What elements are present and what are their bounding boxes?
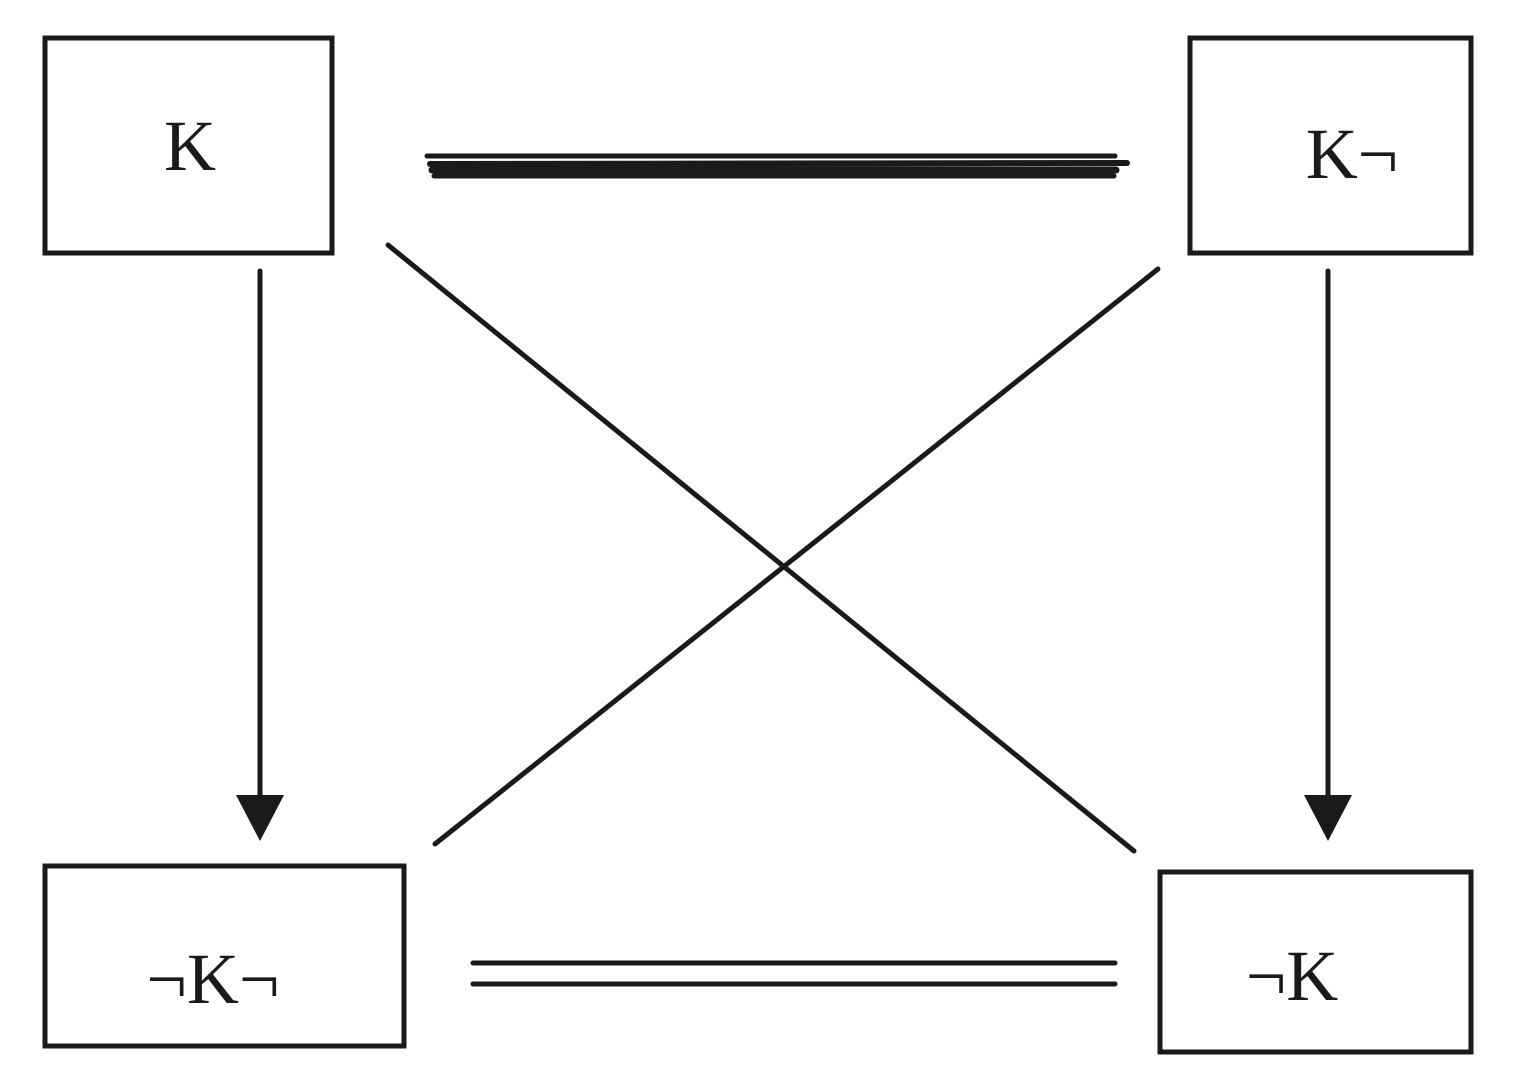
edge-top-double-line	[424, 153, 1130, 179]
left-arrowhead-icon	[236, 795, 284, 841]
node-top-right-label: K¬	[1306, 114, 1399, 194]
edge-bottom-double-line	[470, 960, 1118, 987]
node-top-left: K	[42, 35, 335, 256]
node-top-left-label: K	[164, 106, 216, 186]
edge-right-arrow	[1304, 268, 1352, 841]
right-arrowhead-icon	[1304, 795, 1352, 841]
node-bottom-left: ¬K¬	[42, 863, 407, 1049]
edge-diagonal-top-right-to-bottom-left	[432, 266, 1161, 847]
edge-diagonal-top-left-to-bottom-right	[385, 242, 1137, 854]
edge-left-arrow	[236, 268, 284, 841]
node-bottom-right: ¬K	[1157, 869, 1474, 1055]
node-bottom-left-label: ¬K¬	[146, 939, 279, 1019]
node-top-right: K¬	[1187, 35, 1474, 256]
node-bottom-right-label: ¬K	[1246, 936, 1339, 1016]
